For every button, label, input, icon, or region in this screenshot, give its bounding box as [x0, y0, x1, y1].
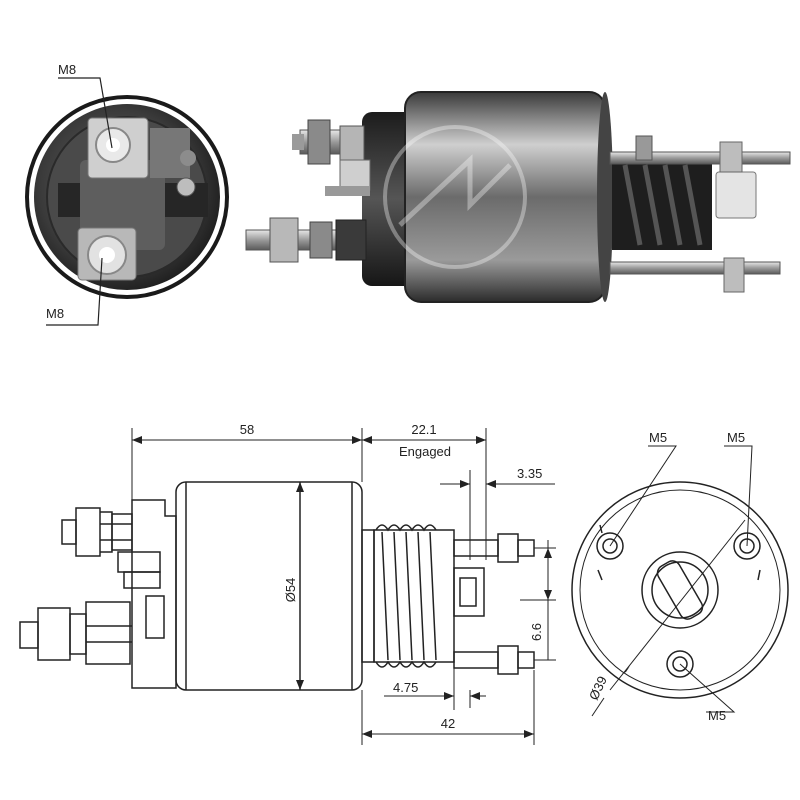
stud-top-left-label: M5 — [649, 430, 667, 445]
dim-offset: 4.75 — [393, 680, 418, 695]
drawing-side-view — [19, 481, 535, 691]
dim-gap: 3.35 — [517, 466, 542, 481]
spring-photo — [622, 164, 703, 246]
photo-end-view: M8 M8 — [25, 62, 229, 326]
bottom-terminal-photo — [77, 227, 137, 281]
stud-bottom — [666, 650, 694, 678]
top-terminal-photo — [87, 117, 149, 179]
spring-drawing — [375, 524, 437, 668]
pitch-diameter-label: Ø39 — [586, 674, 610, 703]
stud-top-right-label: M5 — [727, 430, 745, 445]
dim-diameter: Ø54 — [283, 578, 298, 603]
stud-top-left — [596, 524, 624, 581]
dim-overall: 42 — [441, 716, 455, 731]
dim-plunger-note: Engaged — [399, 444, 451, 459]
watermark-logo — [383, 125, 527, 269]
drawing-end-view — [571, 445, 789, 717]
side-view-dimensions — [131, 428, 556, 745]
dim-stud-spacing: 6.6 — [529, 623, 544, 641]
stud-bottom-label: M5 — [708, 708, 726, 723]
dim-plunger-travel: 22.1 — [411, 422, 436, 437]
dim-body-length: 58 — [240, 422, 254, 437]
bottom-terminal-label: M8 — [46, 306, 64, 321]
top-terminal-label: M8 — [58, 62, 76, 77]
photo-side-view — [245, 91, 791, 303]
